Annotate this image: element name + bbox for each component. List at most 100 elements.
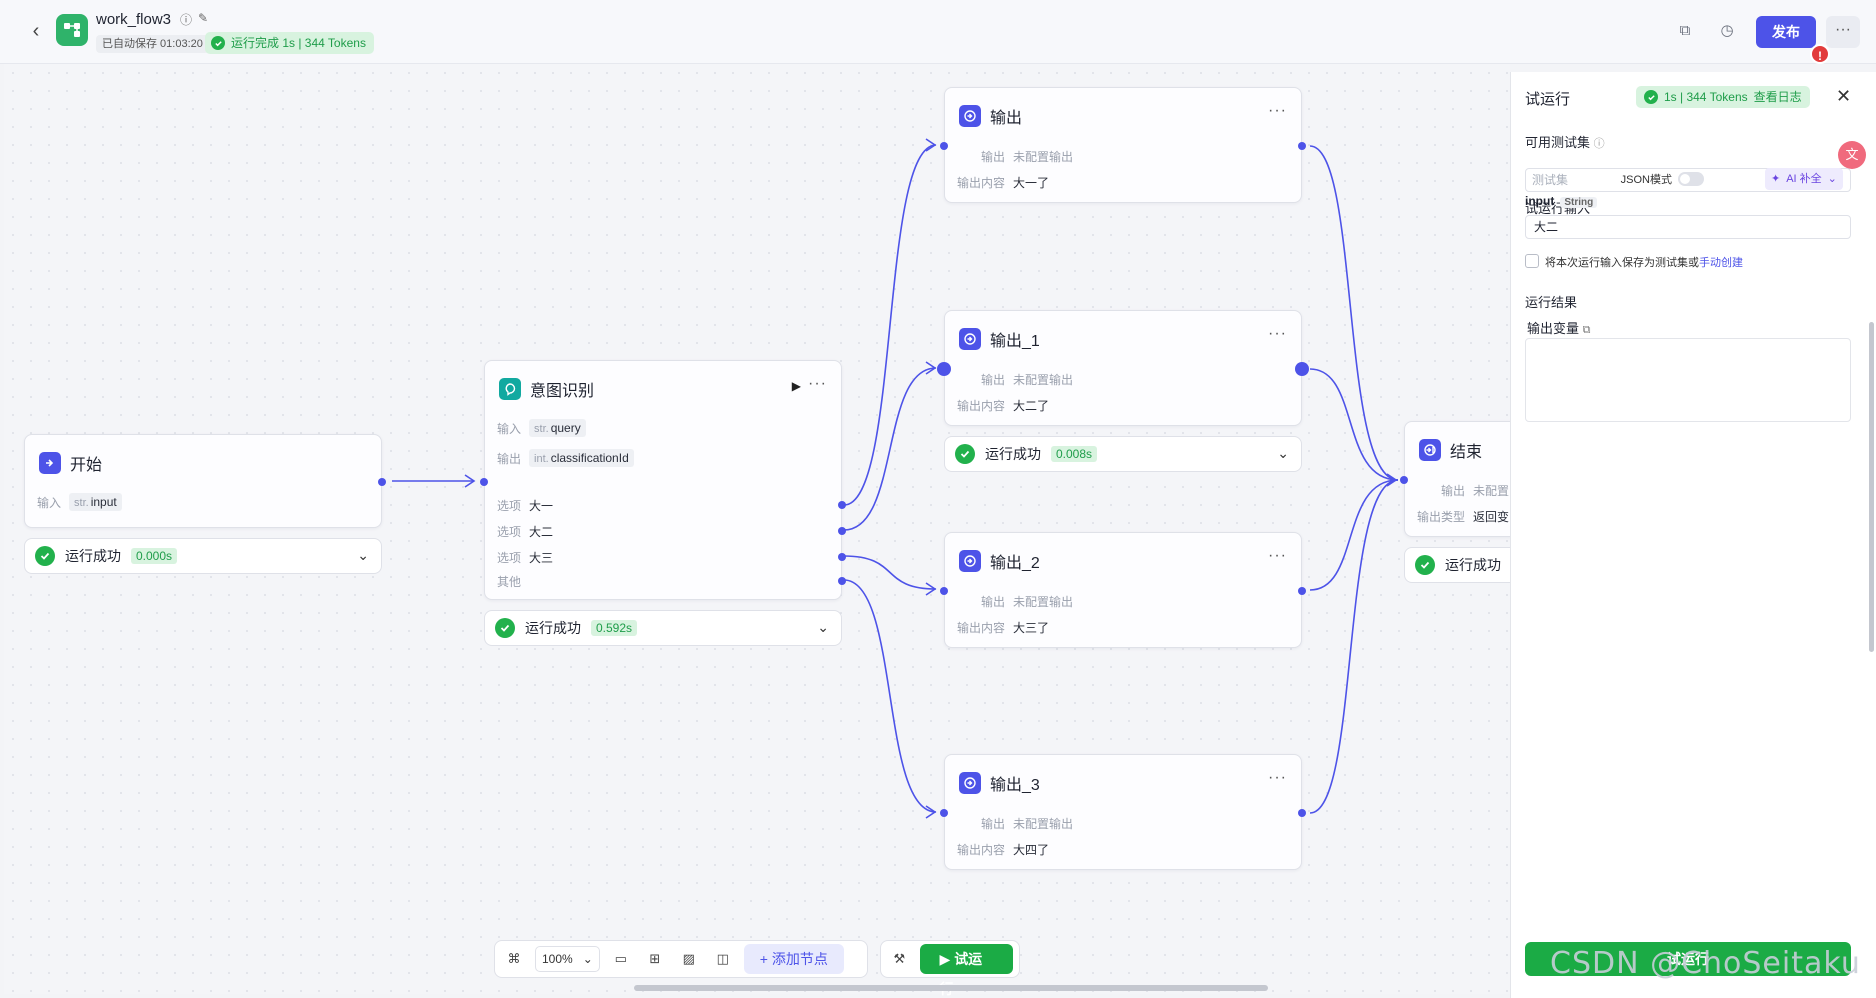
input-port[interactable] bbox=[940, 809, 948, 817]
testset-label: 可用测试集 ⓘ bbox=[1525, 135, 1605, 150]
input-var-chip: str.query bbox=[529, 419, 586, 437]
node-title: 输出_3 bbox=[990, 777, 1040, 794]
output-port[interactable] bbox=[1298, 809, 1306, 817]
output-port[interactable] bbox=[1295, 362, 1309, 376]
option-port-1[interactable] bbox=[838, 501, 846, 509]
copy-icon[interactable]: ⧉ bbox=[1582, 324, 1591, 336]
start-node[interactable]: 开始 输入 str.input bbox=[24, 434, 386, 528]
input-port[interactable] bbox=[937, 362, 951, 376]
autosave-label: 已自动保存 01:03:20 bbox=[96, 35, 209, 53]
publish-button[interactable]: 发布 bbox=[1756, 16, 1816, 48]
more-menu-button[interactable]: ··· bbox=[1826, 16, 1860, 48]
run-status-badge: 运行完成 1s | 344 Tokens bbox=[205, 32, 374, 54]
sparkle-icon: ✦ bbox=[1771, 173, 1781, 185]
output-node[interactable]: 输出 ··· 输出未配置输出 输出内容大一了 bbox=[940, 87, 1306, 203]
intent-recognition-node[interactable]: 意图识别 ▶ ··· 输入 str.query 输出 int.classific… bbox=[480, 360, 846, 600]
intent-icon bbox=[499, 378, 521, 400]
comment-icon[interactable]: ▭ bbox=[614, 951, 627, 966]
input-port[interactable] bbox=[1400, 476, 1408, 484]
alert-badge[interactable]: ! bbox=[1810, 44, 1830, 64]
node-title: 结束 bbox=[1450, 444, 1483, 461]
json-mode-switch[interactable] bbox=[1678, 172, 1704, 186]
copy-icon[interactable]: ⧉ bbox=[1679, 22, 1691, 39]
input-field[interactable]: 大二 bbox=[1525, 215, 1851, 239]
more-icon[interactable]: ··· bbox=[1268, 547, 1287, 564]
input-var-chip: str.input bbox=[69, 493, 122, 511]
chevron-down-icon[interactable]: ⌄ bbox=[817, 619, 829, 635]
back-icon[interactable]: ‹ bbox=[32, 20, 40, 42]
info-icon: ⓘ bbox=[1593, 138, 1605, 150]
option-port-3[interactable] bbox=[838, 553, 846, 561]
output-icon bbox=[959, 105, 981, 127]
input-port[interactable] bbox=[940, 587, 948, 595]
success-icon bbox=[35, 546, 55, 566]
manual-create-link[interactable]: 手动创建 bbox=[1699, 257, 1743, 269]
output-result-box bbox=[1525, 338, 1851, 422]
more-icon[interactable]: ··· bbox=[1268, 325, 1287, 342]
more-icon[interactable]: ··· bbox=[808, 375, 827, 392]
save-testset-checkbox[interactable] bbox=[1525, 254, 1539, 268]
check-icon bbox=[1644, 90, 1658, 104]
chevron-down-icon[interactable]: ⌄ bbox=[357, 547, 369, 563]
vertical-scrollbar[interactable] bbox=[1869, 322, 1874, 652]
chevron-down-icon[interactable]: ⌄ bbox=[1827, 173, 1837, 185]
top-bar: ‹ work_flow3 ⓘ ✎ 已自动保存 01:03:20 运行完成 1s … bbox=[0, 0, 1876, 64]
success-icon bbox=[1415, 555, 1435, 575]
panel-title: 试运行 bbox=[1525, 91, 1571, 108]
minimap-icon[interactable]: ▨ bbox=[682, 951, 695, 966]
more-icon[interactable]: ··· bbox=[1268, 769, 1287, 786]
output-var-chip: int.classificationId bbox=[529, 449, 634, 467]
success-icon bbox=[495, 618, 515, 638]
result-label: 运行结果 bbox=[1525, 295, 1578, 310]
panel-run-button[interactable]: 试运行 bbox=[1525, 942, 1851, 976]
note-icon[interactable]: ◫ bbox=[716, 951, 729, 966]
play-icon[interactable]: ▶ bbox=[791, 379, 801, 393]
output-port[interactable] bbox=[378, 478, 386, 486]
edit-icon[interactable]: ✎ bbox=[198, 11, 209, 25]
history-icon[interactable]: ◷ bbox=[1720, 22, 1734, 39]
add-node-button[interactable]: + 添加节点 bbox=[743, 944, 844, 974]
more-icon[interactable]: ··· bbox=[1268, 102, 1287, 119]
watermark: CSDN @ChoSeitaku bbox=[1550, 946, 1861, 981]
output-1-node[interactable]: 输出_1 ··· 输出未配置输出 输出内容大二了 bbox=[937, 310, 1309, 426]
option-port-2[interactable] bbox=[838, 527, 846, 535]
translate-icon[interactable]: 文 bbox=[1838, 141, 1866, 169]
zoom-select[interactable]: 100%⌄ bbox=[535, 946, 600, 972]
output-port[interactable] bbox=[1298, 587, 1306, 595]
node-title: 意图识别 bbox=[530, 383, 595, 400]
check-icon bbox=[211, 36, 225, 50]
trial-run-button[interactable]: ▶ 试运行 bbox=[919, 944, 1013, 997]
output-1-status-bar[interactable]: 运行成功 0.008s ⌄ bbox=[944, 436, 1302, 472]
chevron-down-icon[interactable]: ⌄ bbox=[1277, 445, 1289, 461]
output-2-node[interactable]: 输出_2 ··· 输出未配置输出 输出内容大三了 bbox=[940, 532, 1306, 648]
input-port[interactable] bbox=[940, 142, 948, 150]
horizontal-scrollbar[interactable] bbox=[634, 985, 1268, 991]
output-port[interactable] bbox=[1298, 142, 1306, 150]
node-title: 开始 bbox=[70, 457, 103, 474]
wrench-icon[interactable]: ⚒ bbox=[893, 951, 906, 966]
node-title: 输出_1 bbox=[990, 333, 1040, 350]
output-icon bbox=[959, 772, 981, 794]
start-icon bbox=[39, 452, 61, 474]
mouse-mode-icon[interactable]: ⌘ bbox=[507, 951, 521, 966]
intent-status-bar[interactable]: 运行成功 0.592s ⌄ bbox=[484, 610, 842, 646]
canvas-toolbar: ⌘ 100%⌄ ▭ ⊞ ▨ ◫ + 添加节点 bbox=[494, 940, 868, 978]
output-3-node[interactable]: 输出_3 ··· 输出未配置输出 输出内容大四了 bbox=[940, 754, 1306, 870]
info-icon[interactable]: ⓘ bbox=[180, 13, 193, 27]
start-status-bar[interactable]: 运行成功 0.000s ⌄ bbox=[24, 538, 382, 574]
ai-fill-button[interactable]: ✦ AI 补全 ⌄ bbox=[1765, 168, 1843, 190]
workflow-title: work_flow3 bbox=[96, 11, 172, 28]
output-icon bbox=[959, 550, 981, 572]
output-var-label: 输出变量 ⧉ bbox=[1527, 321, 1591, 336]
save-testset-text: 将本次运行输入保存为测试集或手动创建 bbox=[1545, 257, 1743, 269]
input-port[interactable] bbox=[480, 478, 488, 486]
end-icon bbox=[1419, 439, 1441, 461]
panel-run-badge: 1s | 344 Tokens 查看日志 bbox=[1636, 86, 1810, 108]
view-log-link[interactable]: 查看日志 bbox=[1753, 90, 1802, 104]
node-title: 输出 bbox=[990, 110, 1023, 127]
run-toolbar: ⚒ ▶ 试运行 bbox=[880, 940, 1020, 997]
option-port-other[interactable] bbox=[838, 577, 846, 585]
layout-icon[interactable]: ⊞ bbox=[649, 951, 661, 966]
close-icon[interactable]: ✕ bbox=[1836, 86, 1852, 106]
